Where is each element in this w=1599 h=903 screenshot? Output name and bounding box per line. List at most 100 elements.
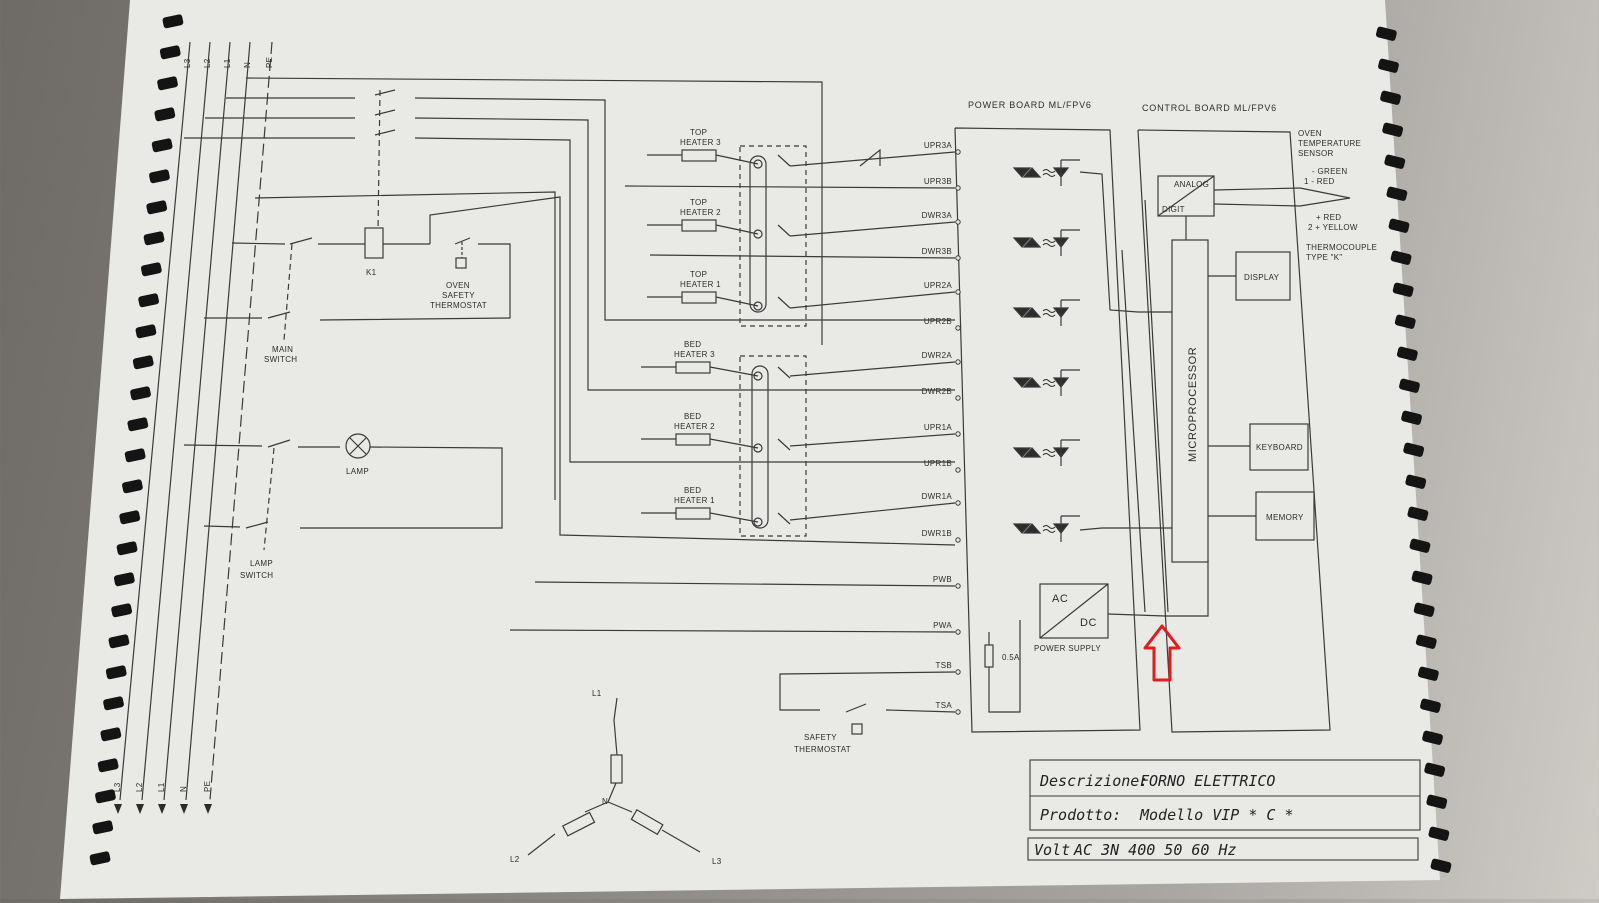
binding-hole: [1390, 250, 1412, 265]
terminal-dot: [955, 537, 961, 543]
binding-hole: [162, 14, 184, 29]
safety-thermostat-bulb: [851, 723, 863, 735]
keyboard-label: KEYBOARD: [1256, 443, 1303, 452]
volt-label: Volt: [1034, 841, 1070, 859]
heater-label-type: TOP: [690, 128, 707, 137]
wire-l3-out: [414, 137, 955, 463]
binding-hole: [103, 696, 124, 711]
power-supply-box: [1039, 583, 1109, 639]
terminal-label: UPR1A: [924, 423, 953, 432]
bus-arrow: [158, 804, 166, 814]
terminal-label: UPR1B: [924, 459, 952, 468]
binding-hole: [1403, 442, 1425, 457]
terminal-label: DWR1B: [922, 529, 952, 538]
heater-label-type: BED: [684, 340, 701, 349]
terminal-dot: [955, 255, 961, 261]
bus-bottom-label: L2: [135, 782, 144, 792]
star-resistor-l2: [561, 811, 596, 837]
terminal-dot: [955, 185, 961, 191]
power-board-frame: [954, 127, 1141, 733]
binding-hole: [135, 324, 157, 339]
volt-frame: [1027, 837, 1419, 861]
heater-label-type: BED: [684, 412, 701, 421]
optocoupler: [1012, 159, 1080, 186]
terminal-label: PWA: [933, 621, 952, 630]
lamp-symbol: [345, 433, 371, 459]
binding-hole: [105, 665, 127, 680]
star-n-label: N: [602, 797, 608, 806]
bus-bottom-label: N: [179, 786, 188, 792]
binding-hole: [95, 789, 116, 804]
bus-line-pe: [209, 41, 273, 801]
safety-thermostat-label-1: SAFETY: [804, 733, 837, 742]
sensor-title-3: SENSOR: [1298, 149, 1334, 158]
bus-line-l3: [119, 41, 191, 801]
sensor-wire-4: 2 + YELLOW: [1308, 223, 1358, 232]
wire-n-top: [245, 77, 823, 345]
terminal-dot: [955, 669, 961, 675]
terminal-label: TSB: [936, 661, 952, 670]
terminal-label: UPR2A: [924, 281, 953, 290]
power-board-title: POWER BOARD ML/FPV6: [968, 100, 1092, 110]
terminal-dot: [955, 431, 961, 437]
optocoupler: [1012, 299, 1080, 326]
annotation-arrow: [1143, 624, 1181, 682]
volt-value: AC 3N 400 50 60 Hz: [1073, 841, 1237, 859]
binding-hole: [1422, 730, 1443, 745]
terminal-label: DWR2A: [922, 351, 953, 360]
terminal-dot: [955, 359, 961, 365]
terminal-label: DWR3A: [922, 211, 953, 220]
oven-thermostat-bulb: [455, 257, 467, 269]
binding-hole: [116, 541, 138, 556]
terminal-dot: [955, 583, 961, 589]
terminal-dot: [955, 500, 961, 506]
bus-bottom-label: L1: [157, 782, 166, 792]
desc-value: FORNO ELETTRICO: [1140, 772, 1275, 790]
lamp-switch-label-2: SWITCH: [240, 571, 273, 580]
binding-hole: [1417, 666, 1439, 681]
paper-sheet: [60, 0, 1440, 899]
control-board-frame: [1137, 129, 1331, 733]
sensor-wire-3: + RED: [1316, 213, 1341, 222]
star-l3-label: L3: [712, 857, 722, 866]
safety-thermostat-label-2: THERMOSTAT: [794, 745, 851, 754]
fuse-label: 0.5A: [1002, 653, 1020, 662]
bus-top-label: N: [243, 62, 252, 68]
heater-label-name: HEATER 1: [680, 280, 721, 289]
binding-hole: [1407, 506, 1429, 521]
terminal-dot: [955, 629, 961, 635]
keyboard-block: [1249, 423, 1309, 471]
terminal-dot: [955, 709, 961, 715]
optocoupler: [1012, 515, 1080, 542]
main-switch-label-2: SWITCH: [264, 355, 297, 364]
binding-hole: [122, 479, 143, 494]
binding-hole: [140, 262, 162, 277]
desc-label: Descrizione:: [1039, 772, 1148, 790]
lamp-switch-label-1: LAMP: [250, 559, 273, 568]
lamp-label: LAMP: [346, 467, 369, 476]
memory-label: MEMORY: [1266, 513, 1304, 522]
binding-hole: [1375, 26, 1397, 41]
display-label: DISPLAY: [1244, 273, 1280, 282]
binding-hole: [1380, 90, 1401, 105]
binding-hole: [1426, 794, 1448, 809]
bus-line-l2: [141, 41, 211, 801]
binding-hole: [157, 76, 178, 91]
terminal-label: UPR2B: [924, 317, 952, 326]
binding-hole: [143, 231, 165, 246]
sensor-wire-2: 1 - RED: [1304, 177, 1335, 186]
binding-hole: [1415, 634, 1437, 649]
bus-top-label: L1: [223, 58, 232, 68]
heater-label-type: BED: [684, 486, 701, 495]
binding-hole: [1399, 378, 1420, 393]
star-l2-label: L2: [510, 855, 520, 864]
oven-safety-label-1: OVEN: [446, 281, 470, 290]
binding-hole: [1420, 698, 1441, 713]
binding-hole: [154, 107, 176, 122]
terminal-label: PWB: [933, 575, 952, 584]
